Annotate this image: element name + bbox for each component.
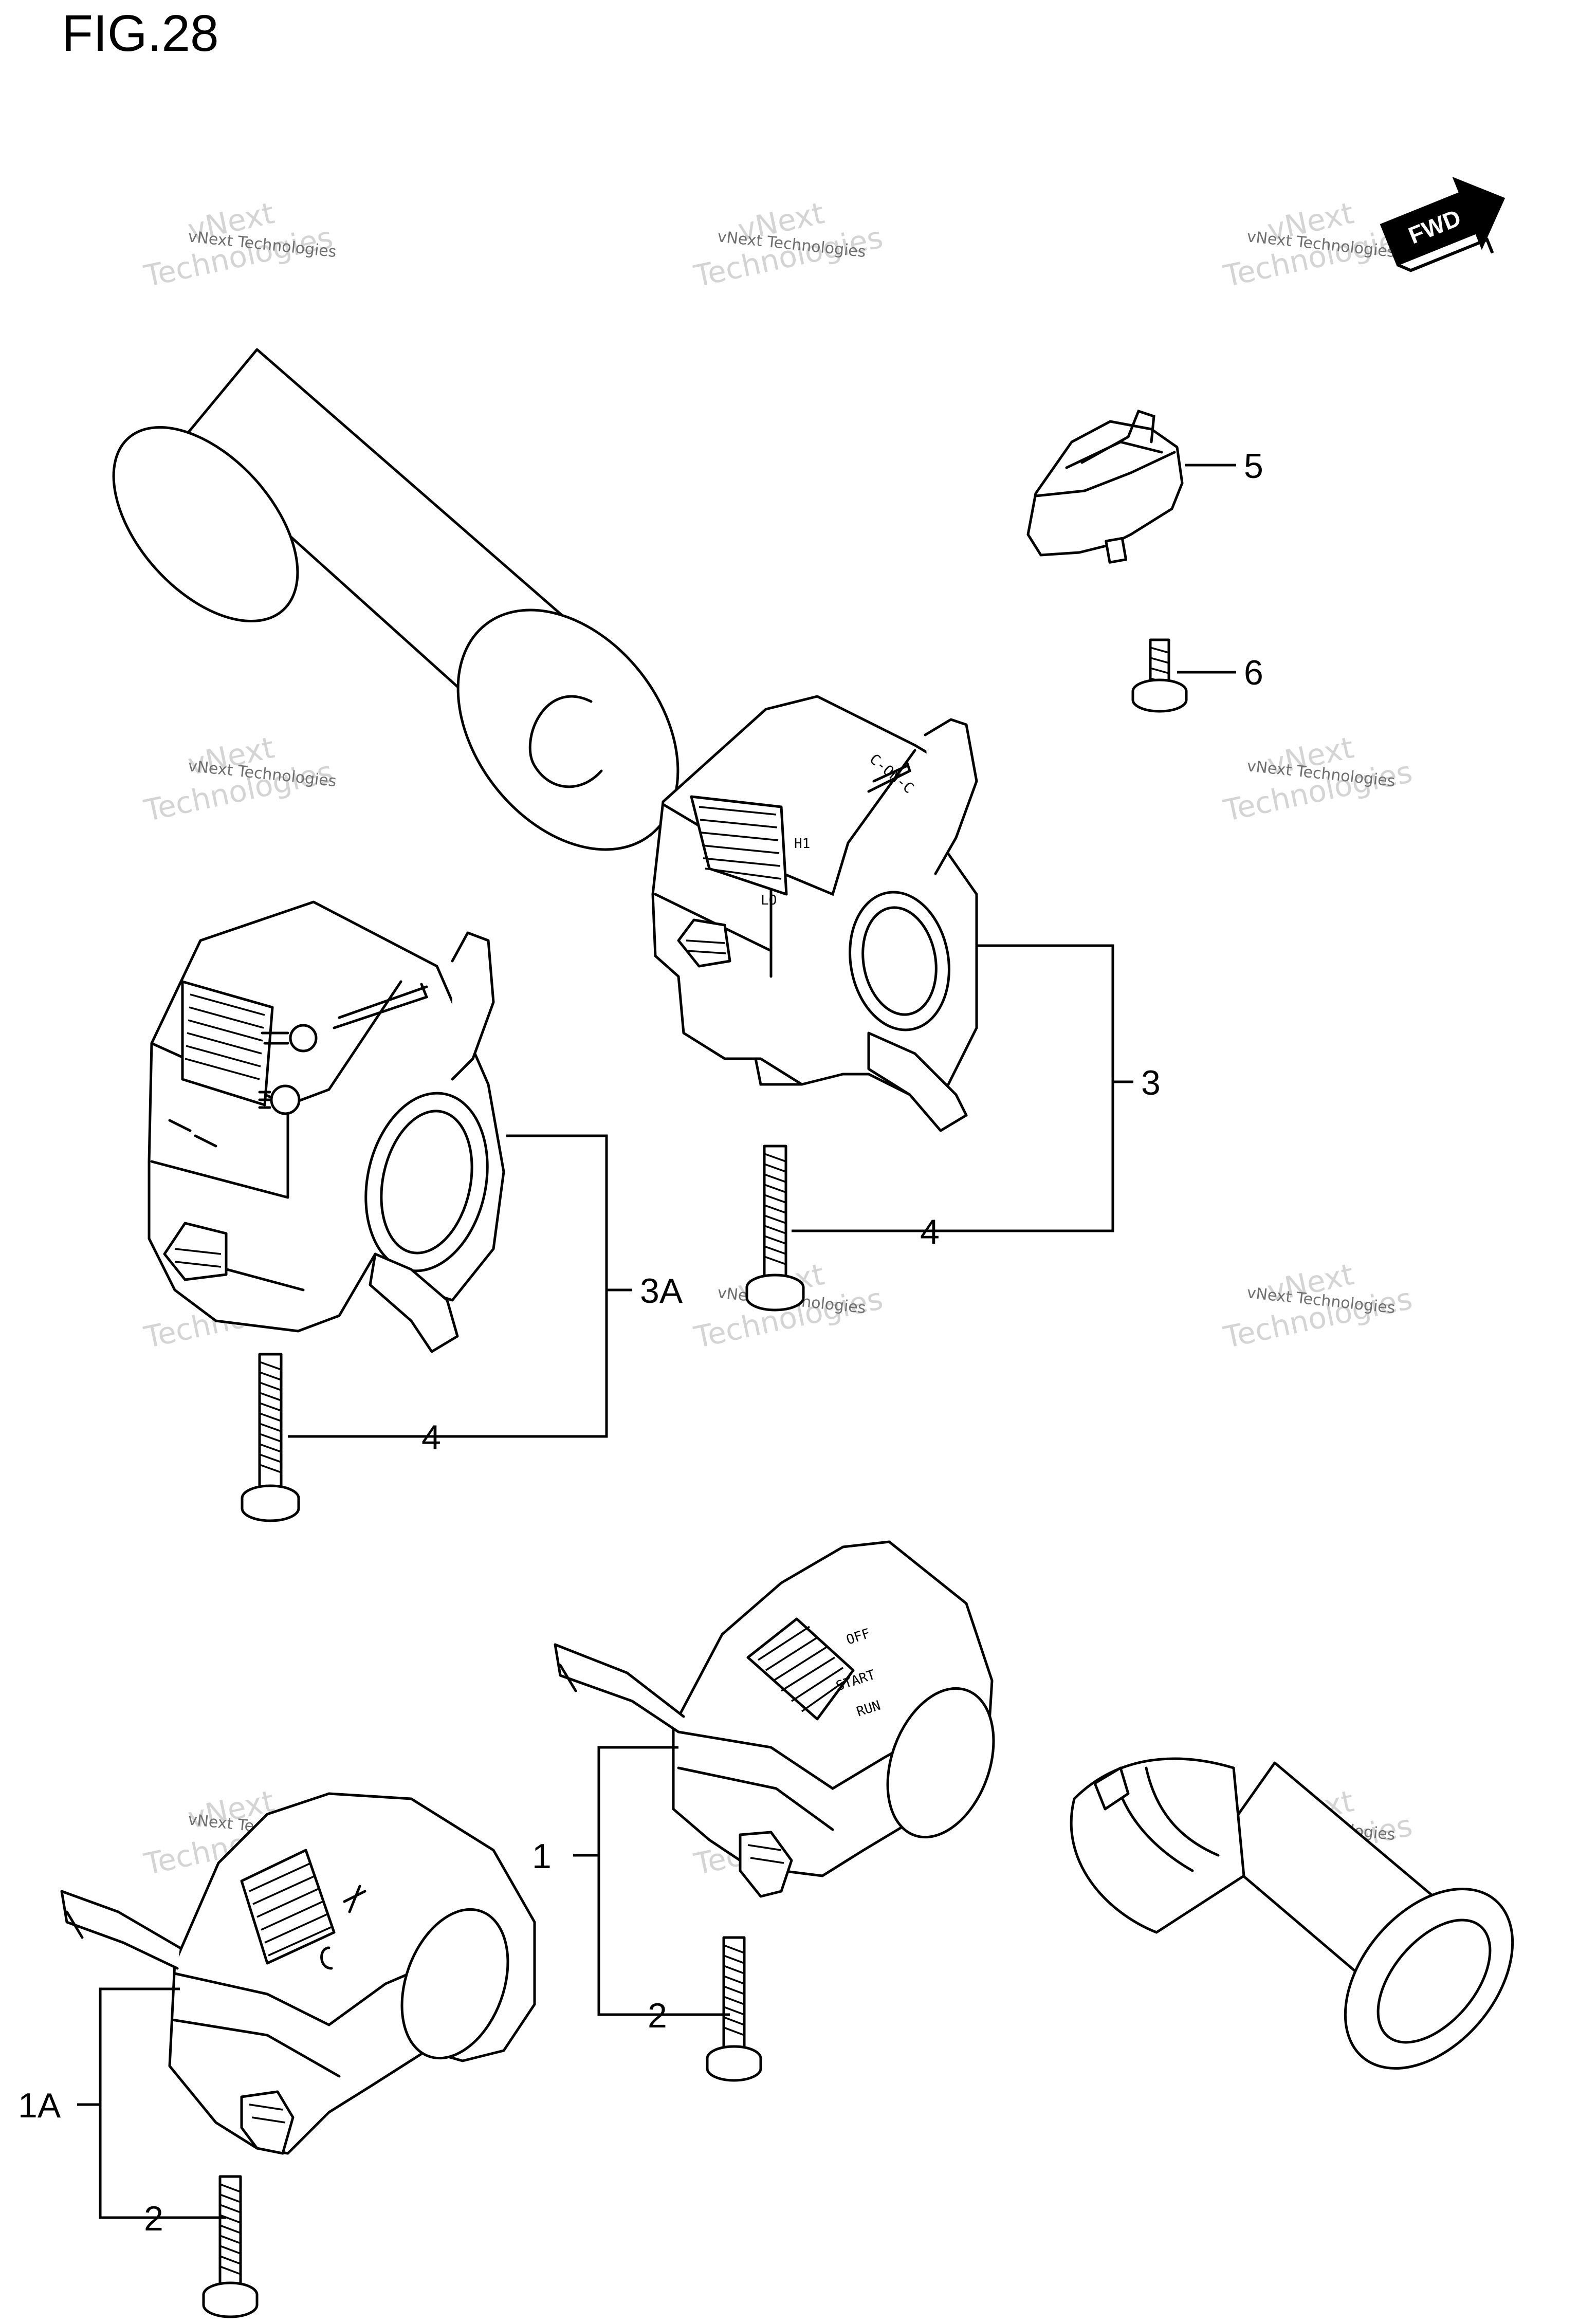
headlight-icon xyxy=(289,1024,318,1053)
callout-2: 2 xyxy=(648,1996,667,2035)
screw-long-middle xyxy=(241,1353,300,1522)
left-handlebar-grip xyxy=(112,348,680,851)
turn-signal-icon xyxy=(320,1946,333,1970)
callout-6: 6 xyxy=(1244,653,1263,692)
fwd-arrow-icon: FWD xyxy=(1380,177,1505,272)
callout-4: 4 xyxy=(920,1212,940,1251)
callout-5: 5 xyxy=(1244,447,1263,486)
switch-marking: LO xyxy=(761,893,777,908)
throttle-grip xyxy=(1070,1757,1514,2070)
callout-3: 3 xyxy=(1141,1063,1161,1102)
watermark: vNext Technologies xyxy=(691,195,886,294)
handlebar-switch-assembly-right-upper: C-ON-C H1 LO xyxy=(651,695,978,1132)
callout-2: 2 xyxy=(144,2199,163,2238)
handlebar-switch-assembly-right-lower: OFF START RUN xyxy=(554,1540,995,1898)
screw-long-left-lower xyxy=(202,2175,259,2318)
handlebar-switch-assembly-left-lower xyxy=(60,1792,536,2155)
handlebar-switch-assembly-left-upper xyxy=(148,900,505,1353)
switch-marking: H1 xyxy=(794,836,810,852)
screw-long-upper xyxy=(745,1145,805,1312)
callout-1a: 1A xyxy=(18,2086,61,2125)
headlight-icon xyxy=(270,1084,301,1115)
screw-long-right-lower xyxy=(706,1936,762,2082)
figure-title: FIG.28 xyxy=(62,5,219,62)
callout-3a: 3A xyxy=(640,1271,683,1311)
leader-lines xyxy=(77,464,1236,2219)
screw-small xyxy=(1131,638,1188,713)
callout-1: 1 xyxy=(532,1837,552,1876)
callout-labels: 5 6 3 4 3A 4 1 2 1A 2 xyxy=(18,447,1263,2238)
wiring-clamp xyxy=(1026,409,1184,564)
horn-icon xyxy=(343,1885,366,1913)
callout-4: 4 xyxy=(421,1418,441,1457)
